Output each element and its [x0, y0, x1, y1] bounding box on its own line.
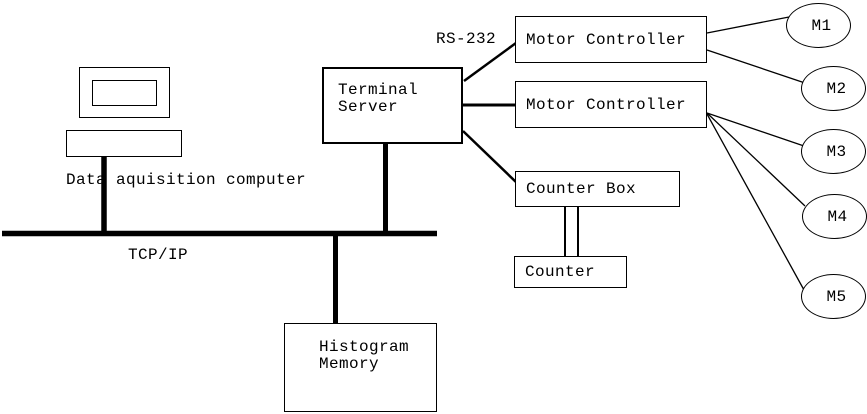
mc1-to-m1-line: [706, 16, 790, 34]
motor-controller-2-box: Motor Controller: [515, 81, 707, 128]
motor-node-m3: M3: [801, 129, 866, 174]
motor-node-m2: M2: [801, 66, 866, 111]
motor-node-m5: M5: [801, 274, 866, 319]
counter-box: Counter: [514, 256, 627, 288]
mc1-to-m2-line: [706, 49, 806, 84]
ts-to-mc1-line: [463, 41, 517, 83]
counter-label: Counter: [525, 263, 596, 281]
motor-m2-label: M2: [826, 79, 847, 98]
counter-box-label: Counter Box: [526, 180, 637, 198]
motor-m1-label: M1: [811, 16, 832, 35]
motor-controller-1-label: Motor Controller: [526, 30, 687, 49]
motor-controller-2-label: Motor Controller: [526, 95, 687, 114]
computer-keyboard-icon: [66, 130, 182, 157]
counter-box-box: Counter Box: [515, 171, 680, 207]
histogram-memory-label-line2: Memory: [319, 355, 380, 373]
bus-label: TCP/IP: [128, 246, 189, 264]
mc2-to-m4-line: [706, 112, 806, 207]
ts-to-counterbox-line: [462, 130, 518, 184]
terminal-server-box: Terminal Server: [322, 67, 463, 144]
motor-m5-label: M5: [826, 287, 847, 306]
terminal-server-label-line2: Server: [338, 98, 399, 116]
computer-screen-icon: [92, 80, 157, 106]
histogram-memory-label-line1: Histogram: [319, 338, 410, 356]
motor-m4-label: M4: [827, 207, 848, 226]
motor-m3-label: M3: [826, 142, 847, 161]
terminal-server-label-line1: Terminal: [338, 81, 419, 99]
histogram-memory-box: Histogram Memory: [284, 323, 437, 412]
serial-link-label: RS-232: [436, 30, 497, 48]
motor-controller-1-box: Motor Controller: [515, 16, 707, 63]
motor-node-m4: M4: [802, 194, 867, 239]
mc2-to-m5-line: [706, 113, 805, 291]
computer-label: Data aquisition computer: [66, 171, 307, 189]
mc2-to-m3-line: [706, 112, 805, 147]
motor-node-m1: M1: [786, 3, 851, 48]
